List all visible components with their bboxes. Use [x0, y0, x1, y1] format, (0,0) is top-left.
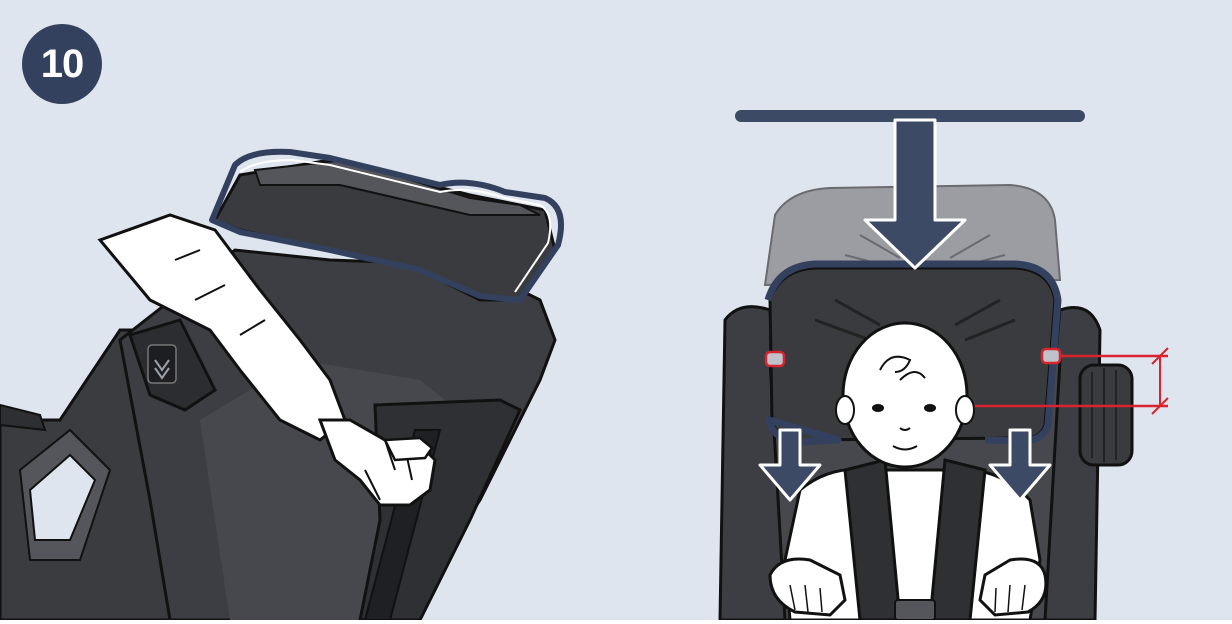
bottom-border [0, 620, 1232, 624]
child-ear-left [836, 396, 854, 424]
shoulder-marker-left [766, 352, 784, 366]
side-knob [1080, 365, 1132, 465]
left-seat-illustration [0, 152, 561, 620]
child-eye-left [872, 404, 884, 412]
shoulder-marker-right [1042, 349, 1060, 363]
child-eye-right [924, 404, 936, 412]
harness-buckle [895, 600, 935, 620]
finger-pointing [385, 438, 432, 460]
child-head [843, 323, 967, 467]
step-number-badge: 10 [22, 24, 102, 104]
side-strap [0, 405, 45, 430]
right-seat-illustration [720, 110, 1168, 620]
child-ear-right [956, 396, 974, 424]
